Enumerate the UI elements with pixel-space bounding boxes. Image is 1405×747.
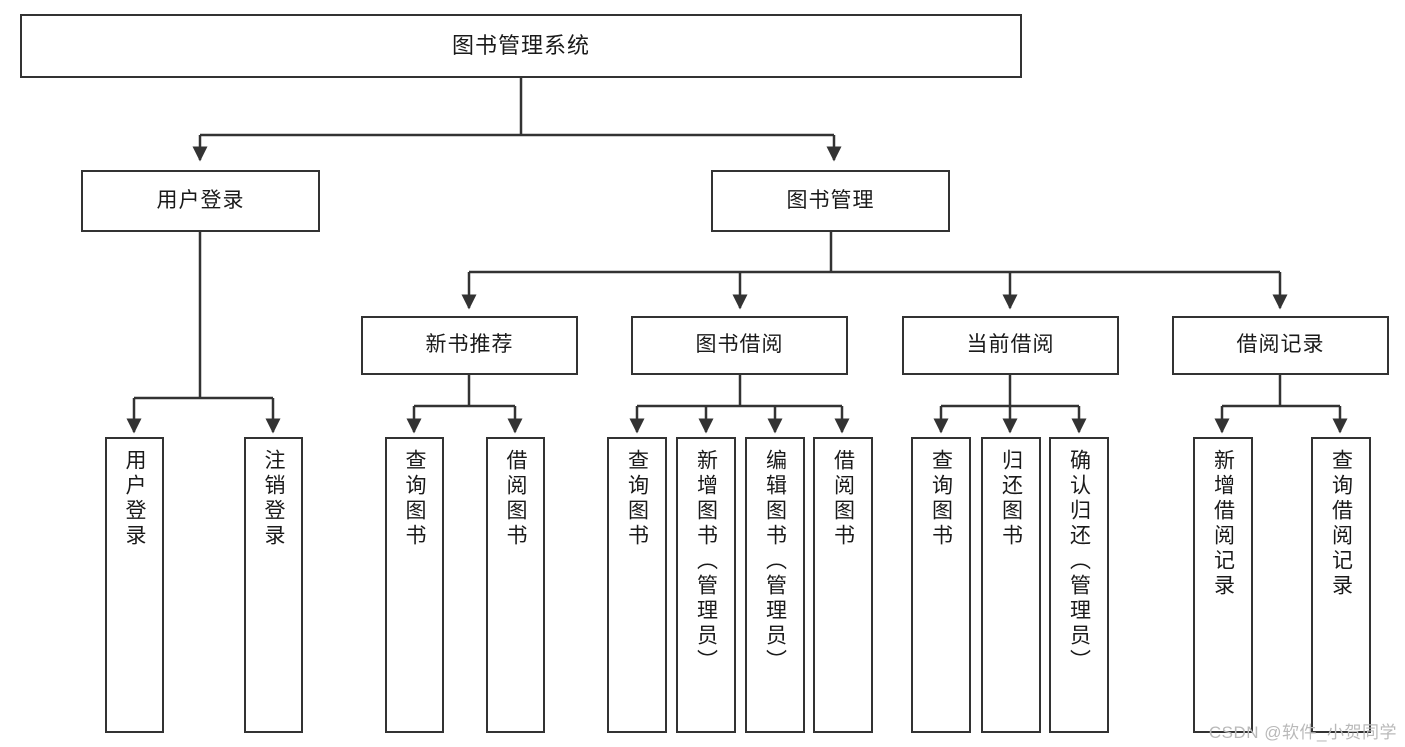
node-label: 查询图书 (625, 449, 649, 549)
node-label: 新书推荐 (425, 333, 514, 357)
node-root-system[interactable]: 图书管理系统 (20, 14, 1022, 78)
leaf-new-book-borrow[interactable]: 借阅图书 (486, 437, 545, 733)
leaf-current-borrow-confirm-return[interactable]: 确认归还（管理员） (1049, 437, 1109, 733)
leaf-borrow-record-add[interactable]: 新增借阅记录 (1193, 437, 1253, 733)
node-label: 新增图书（管理员） (694, 449, 718, 674)
node-label: 用户登录 (123, 449, 146, 549)
leaf-book-borrow-edit[interactable]: 编辑图书（管理员） (745, 437, 805, 733)
node-label: 编辑图书（管理员） (763, 449, 787, 674)
node-label: 图书管理系统 (451, 33, 590, 59)
node-label: 查询图书 (403, 449, 426, 549)
node-current-borrow[interactable]: 当前借阅 (902, 316, 1119, 375)
leaf-user-login-logout[interactable]: 注销登录 (244, 437, 303, 733)
node-label: 查询图书 (929, 449, 953, 549)
leaf-book-borrow-query[interactable]: 查询图书 (607, 437, 667, 733)
leaf-borrow-record-query[interactable]: 查询借阅记录 (1311, 437, 1371, 733)
leaf-current-borrow-query[interactable]: 查询图书 (911, 437, 971, 733)
node-label: 借阅记录 (1236, 333, 1325, 357)
node-label: 查询借阅记录 (1329, 449, 1353, 599)
leaf-current-borrow-return[interactable]: 归还图书 (981, 437, 1041, 733)
node-label: 确认归还（管理员） (1067, 449, 1091, 674)
node-label: 新增借阅记录 (1211, 449, 1235, 599)
node-borrow-record[interactable]: 借阅记录 (1172, 316, 1389, 375)
node-label: 图书借阅 (695, 333, 784, 357)
leaf-new-book-query[interactable]: 查询图书 (385, 437, 444, 733)
node-book-borrow[interactable]: 图书借阅 (631, 316, 848, 375)
node-label: 图书管理 (786, 188, 875, 212)
node-user-login[interactable]: 用户登录 (81, 170, 320, 232)
node-label: 当前借阅 (966, 333, 1055, 357)
leaf-book-borrow-add[interactable]: 新增图书（管理员） (676, 437, 736, 733)
leaf-user-login-login[interactable]: 用户登录 (105, 437, 164, 733)
node-new-book-recommend[interactable]: 新书推荐 (361, 316, 578, 375)
node-label: 借阅图书 (504, 449, 527, 549)
node-label: 用户登录 (156, 188, 245, 212)
node-label: 归还图书 (999, 449, 1023, 549)
node-label: 借阅图书 (831, 449, 855, 549)
node-book-management[interactable]: 图书管理 (711, 170, 950, 232)
leaf-book-borrow-borrow[interactable]: 借阅图书 (813, 437, 873, 733)
watermark: CSDN @软件_小贺同学 (1208, 723, 1397, 742)
node-label: 注销登录 (262, 449, 285, 549)
